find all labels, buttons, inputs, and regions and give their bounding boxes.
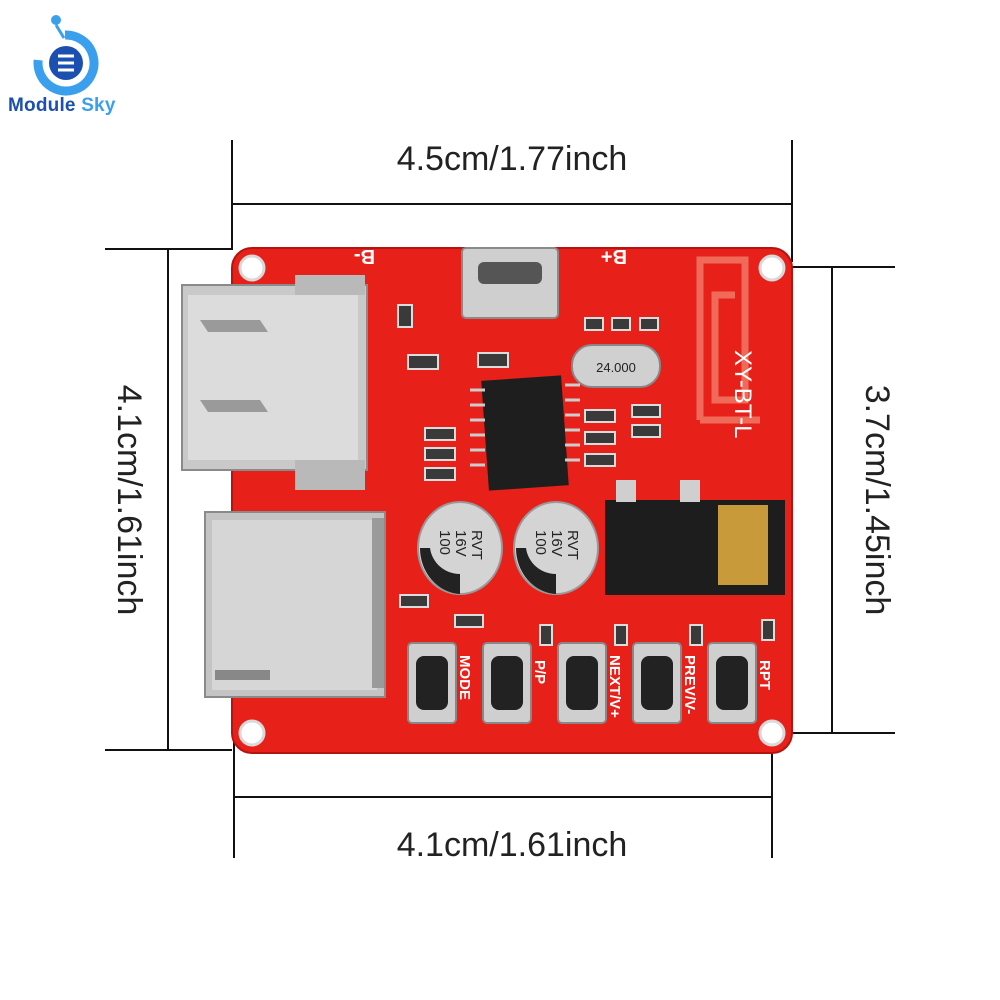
mount-hole [238, 254, 266, 282]
button-label-rpt: RPT [756, 660, 773, 690]
button-label-pp: P/P [531, 660, 548, 684]
sd-card-slot-icon [204, 511, 386, 698]
mount-hole [758, 719, 786, 747]
pcb-board [181, 247, 793, 754]
bluetooth-antenna-icon [696, 256, 760, 424]
cap-1-voltage: 16V [452, 530, 469, 557]
crystal-oscillator [571, 344, 661, 388]
board-model-label: XY-BT-L [729, 350, 756, 439]
dimension-lines [105, 140, 895, 858]
pad-label-b-plus: B+ [601, 245, 627, 267]
cap-1-value: 100 [436, 530, 453, 555]
button-label-next: NEXT/V+ [606, 655, 623, 718]
capacitor-2 [513, 501, 599, 595]
pad-label-b-minus: B- [354, 245, 375, 267]
button-label-prev: PREV/V- [681, 655, 698, 714]
cap-2-value: 100 [532, 530, 549, 555]
brand-word-2: Sky [81, 95, 116, 116]
cap-2-voltage: 16V [548, 530, 565, 557]
dim-left-height: 4.1cm/1.61inch [110, 385, 148, 616]
micro-usb-port-icon [461, 247, 559, 319]
smd-components [397, 304, 775, 646]
cap-2-type: RVT [564, 530, 581, 560]
dim-bottom-width: 4.1cm/1.61inch [397, 826, 628, 864]
capacitor-1 [417, 501, 503, 595]
chip-icon [470, 375, 580, 491]
button-label-mode: MODE [456, 655, 473, 700]
mount-hole [238, 719, 266, 747]
dim-top-width: 4.5cm/1.77inch [397, 140, 628, 178]
module-sky-logo-icon [33, 15, 99, 96]
audio-jack-icon [605, 480, 785, 595]
usb-a-port-icon [181, 275, 368, 490]
crystal-label: 24.000 [596, 360, 636, 375]
dim-right-height: 3.7cm/1.45inch [858, 385, 896, 616]
brand-word-1: Module [8, 95, 76, 116]
brand-name: Module Sky [8, 95, 116, 117]
mount-hole [758, 254, 786, 282]
cap-1-type: RVT [468, 530, 485, 560]
